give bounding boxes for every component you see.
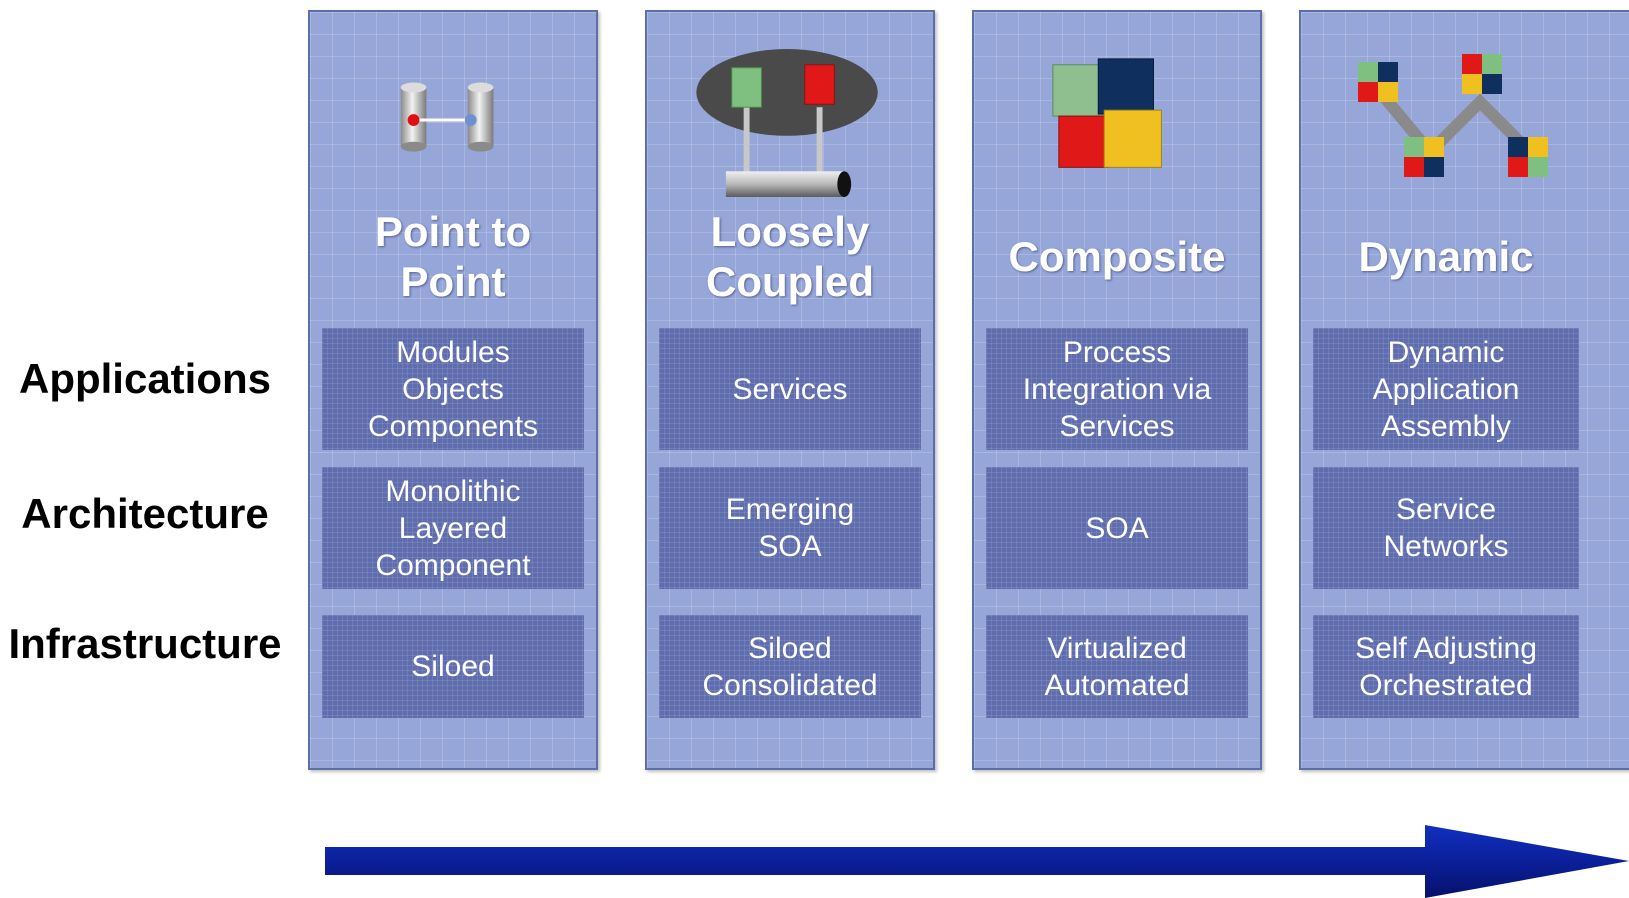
cell-line: Services: [732, 372, 848, 406]
cell-line: Integration via: [1022, 372, 1212, 406]
cell-line: Objects: [402, 372, 504, 406]
row-label-applications: Applications: [18, 355, 272, 402]
cell-applications: Dynamic Application Assembly: [1313, 328, 1579, 450]
cell-line: Virtualized: [1047, 631, 1187, 665]
bus-connector-icon: [696, 49, 878, 197]
cell-applications: Process Integration via Services: [986, 328, 1248, 450]
cell-infrastructure: Virtualized Automated: [986, 615, 1248, 718]
cell-line: Component: [375, 548, 531, 582]
cell-architecture: Service Networks: [1313, 467, 1579, 589]
cell-architecture: SOA: [986, 467, 1248, 589]
cell-line: Networks: [1383, 530, 1509, 563]
cell-line: Assembly: [1380, 409, 1512, 443]
cell-line: Modules: [396, 335, 510, 369]
cell-infrastructure: Self Adjusting Orchestrated: [1313, 615, 1579, 718]
cell-line: Siloed: [748, 631, 832, 665]
cell-applications: Modules Objects Components: [322, 328, 584, 450]
cell-architecture: Monolithic Layered Component: [322, 467, 584, 589]
cell-line: Application: [1372, 372, 1520, 406]
column-composite: Composite Process Integration via Servic…: [972, 10, 1262, 770]
cell-line: Emerging: [725, 493, 855, 526]
cell-line: SOA: [1085, 511, 1149, 545]
cell-architecture: Emerging SOA: [659, 467, 921, 589]
column-title: Composite: [1008, 233, 1226, 280]
cell-line: Dynamic: [1387, 335, 1505, 369]
cell-infrastructure: Siloed Consolidated: [659, 615, 921, 718]
row-label-infrastructure: Infrastructure: [8, 620, 282, 667]
cell-line: Orchestrated: [1359, 668, 1533, 702]
cell-line: SOA: [758, 530, 822, 563]
column-dynamic: Dynamic Dynamic Application Assembly Ser…: [1299, 10, 1629, 770]
cell-infrastructure: Siloed: [322, 615, 584, 718]
cell-line: Siloed: [411, 650, 495, 683]
column-title: Dynamic: [1358, 233, 1534, 280]
dynamic-chain-blocks-icon: [1358, 54, 1548, 177]
cell-line: Self Adjusting: [1355, 631, 1537, 665]
row-label-architecture: Architecture: [21, 490, 269, 537]
cell-line: Consolidated: [702, 668, 878, 702]
composite-blocks-icon: [1052, 58, 1162, 168]
cell-line: Monolithic: [385, 474, 521, 508]
cell-line: Services: [1059, 409, 1175, 443]
cell-line: Automated: [1044, 668, 1190, 702]
cell-applications: Services: [659, 328, 921, 450]
cell-line: Components: [367, 409, 539, 443]
cell-line: Layered: [398, 511, 508, 545]
cell-line: Process: [1062, 335, 1172, 369]
point-to-point-cylinders-icon: [400, 82, 494, 152]
cell-line: Service: [1395, 493, 1497, 526]
progression-arrow: [325, 825, 1629, 898]
